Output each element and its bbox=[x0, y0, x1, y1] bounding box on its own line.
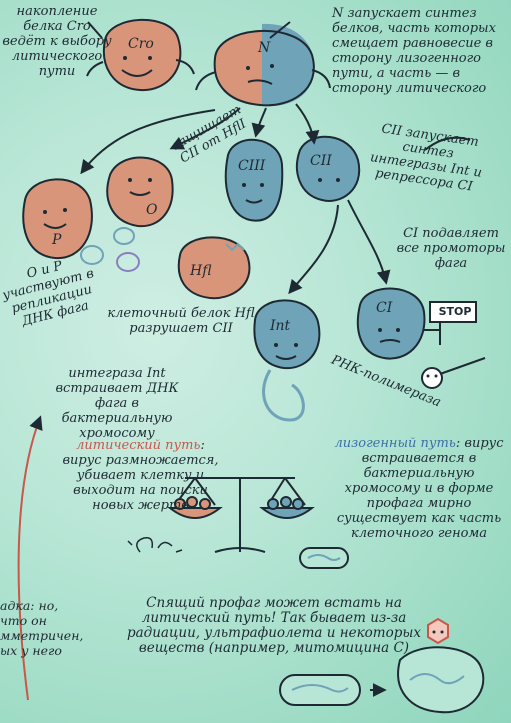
hfl-label: Hfl bbox=[189, 263, 212, 279]
bacterium-icon bbox=[280, 675, 384, 705]
cii-blob: CII bbox=[297, 137, 359, 201]
cro-accumulation-text: накопление белка Cro ведёт к выбору лити… bbox=[2, 4, 112, 79]
int-blob: Int bbox=[254, 300, 319, 420]
lysed-cell-icon bbox=[128, 538, 182, 552]
n-blob: N bbox=[196, 24, 330, 106]
ci-label: CI bbox=[376, 300, 393, 316]
stop-label: STOP bbox=[432, 304, 478, 319]
ci-suppresses-text: CI подавляет все промоторы фага bbox=[396, 226, 506, 271]
ciii-label: CIII bbox=[238, 158, 266, 174]
n-starts-text: N запускает синтез белков, часть которых… bbox=[332, 6, 507, 96]
o-label: O bbox=[146, 202, 158, 218]
lysogenic-pathway-text: лизогенный путь: вирус встраивается в ба… bbox=[330, 436, 508, 541]
p-blob: P bbox=[23, 179, 92, 258]
lysogenic-description: : вирус встраивается в бактериальную хро… bbox=[337, 436, 504, 541]
int-label: Int bbox=[269, 318, 291, 334]
int-inserts-text: интеграза Int встраивает ДНК фага в бакт… bbox=[42, 366, 192, 441]
left-edge-text: адка: но, что он мметричен, ых у него bbox=[0, 598, 62, 658]
p-label: P bbox=[51, 232, 62, 248]
cii-label: CII bbox=[310, 153, 332, 169]
hfl-blob: Hfl bbox=[179, 237, 250, 298]
cro-label: Cro bbox=[128, 36, 154, 52]
lysogenic-title: лизогенный путь bbox=[335, 436, 456, 451]
n-label: N bbox=[257, 40, 271, 56]
hfl-destroys-text: клеточный белок Hfl разрушает CII bbox=[106, 306, 256, 336]
lytic-pathway-text: литический путь: вирус размножается, уби… bbox=[58, 438, 223, 513]
prophage-text: Спящий профаг может встать на литический… bbox=[104, 596, 444, 656]
lysogenic-cell-icon bbox=[300, 548, 348, 568]
lytic-title: литический путь bbox=[76, 438, 200, 453]
ci-blob: CI bbox=[358, 289, 440, 359]
rna-polymerase-icon bbox=[422, 358, 485, 388]
o-blob: O bbox=[107, 158, 172, 227]
ciii-blob: CIII bbox=[226, 140, 282, 221]
